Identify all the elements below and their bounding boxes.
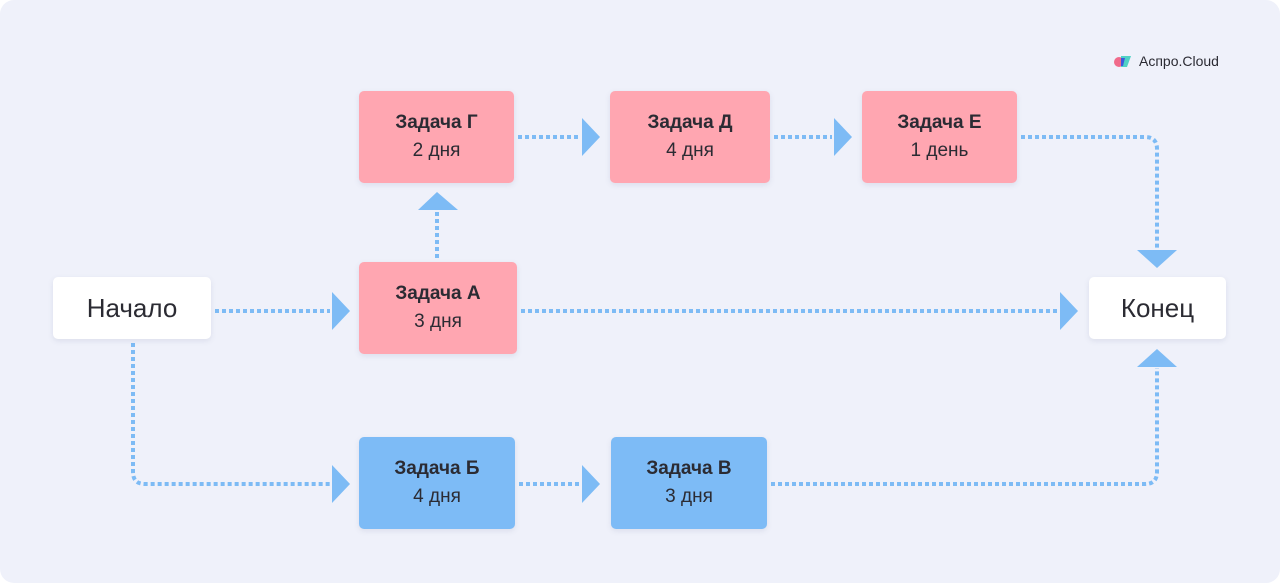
arrow-head [1137,250,1177,268]
logo-icon [1114,56,1131,67]
logo-text: Аспро.Cloud [1139,53,1219,69]
node-title: Конец [1120,293,1195,323]
link-start-b [131,343,330,486]
node-end: Конец [1089,277,1226,339]
node-duration: 3 дня [414,311,462,332]
node-task-g: Задача Г 2 дня [359,91,514,183]
node-duration: 2 дня [412,140,461,161]
arrow-head [834,118,852,156]
node-title: Задача А [395,283,481,304]
node-title: Задача Б [394,458,480,479]
link-v-end [771,368,1159,486]
node-start: Начало [53,277,211,339]
arrow-head [582,118,600,156]
node-task-a: Задача А 3 дня [359,262,517,354]
node-title: Задача Е [897,112,982,133]
node-duration: 3 дня [665,486,713,507]
node-title: Задача Д [647,112,733,133]
arrow-head [418,192,458,210]
node-task-d: Задача Д 4 дня [610,91,770,183]
node-task-e: Задача Е 1 день [862,91,1017,183]
link-e-end [1021,135,1159,250]
node-task-v: Задача В 3 дня [611,437,767,529]
node-duration: 1 день [910,140,969,161]
brand-logo: Аспро.Cloud [1113,53,1219,69]
node-duration: 4 дня [413,486,461,507]
arrow-head [582,465,600,503]
arrow-head [332,292,350,330]
node-title: Задача Г [395,112,478,133]
node-task-b: Задача Б 4 дня [359,437,515,529]
arrow-head [1137,349,1177,367]
node-duration: 4 дня [666,140,714,161]
arrow-head [1060,292,1078,330]
node-title: Задача В [646,458,732,479]
node-title: Начало [86,293,178,323]
arrow-head [332,465,350,503]
